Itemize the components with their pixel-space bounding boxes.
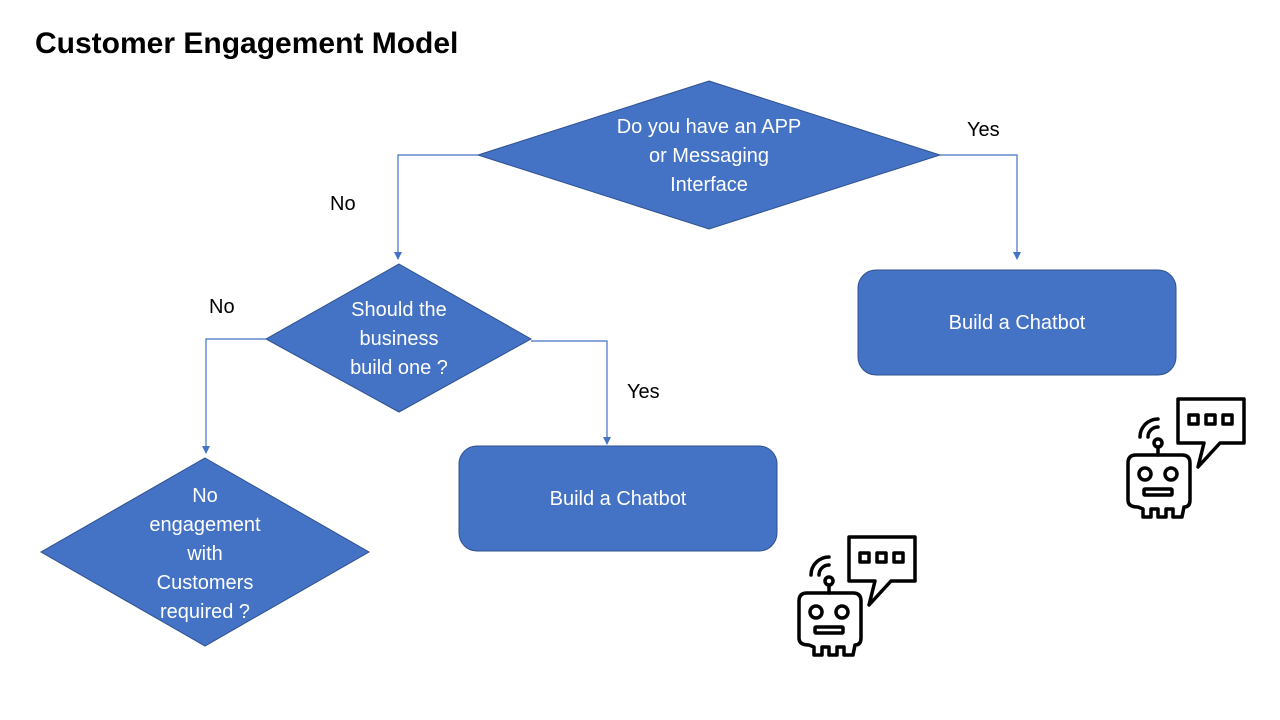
edge-label-q1-yes: Yes <box>967 119 1000 141</box>
decision-no-engagement-line-3: with <box>186 543 223 565</box>
decision-no-engagement-line-1: No <box>192 485 218 507</box>
connector-q1-no <box>394 154 478 260</box>
decision-no-engagement-line-4: Customers <box>157 572 254 594</box>
decision-has-app: Do you have an APP or Messaging Interfac… <box>476 80 942 230</box>
edge-label-q2-no: No <box>209 296 235 318</box>
process-build-chatbot-middle-label: Build a Chatbot <box>550 488 687 510</box>
process-build-chatbot-right-label: Build a Chatbot <box>949 312 1086 334</box>
decision-no-engagement: No engagement with Customers required ? <box>39 457 371 647</box>
decision-has-app-line-1: Do you have an APP <box>617 116 802 138</box>
chatbot-icon <box>797 535 917 657</box>
connector-q2-no <box>202 338 266 454</box>
page-title: Customer Engagement Model <box>35 27 458 60</box>
decision-build-one: Should the business build one ? <box>264 263 533 413</box>
process-build-chatbot-right: Build a Chatbot <box>857 269 1177 376</box>
process-build-chatbot-middle: Build a Chatbot <box>458 445 778 552</box>
decision-no-engagement-line-5: required ? <box>160 601 250 623</box>
decision-build-one-line-1: Should the <box>351 299 447 321</box>
decision-has-app-line-2: or Messaging <box>649 145 769 167</box>
decision-build-one-line-3: build one ? <box>350 357 448 379</box>
decision-build-one-line-2: business <box>360 328 439 350</box>
connector-q2-yes <box>531 340 611 445</box>
decision-has-app-line-3: Interface <box>670 174 748 196</box>
decision-no-engagement-line-2: engagement <box>149 514 261 536</box>
edge-label-q1-no: No <box>330 193 356 215</box>
chatbot-icon <box>1126 397 1246 519</box>
edge-label-q2-yes: Yes <box>627 381 660 403</box>
connector-q1-yes <box>940 154 1021 260</box>
